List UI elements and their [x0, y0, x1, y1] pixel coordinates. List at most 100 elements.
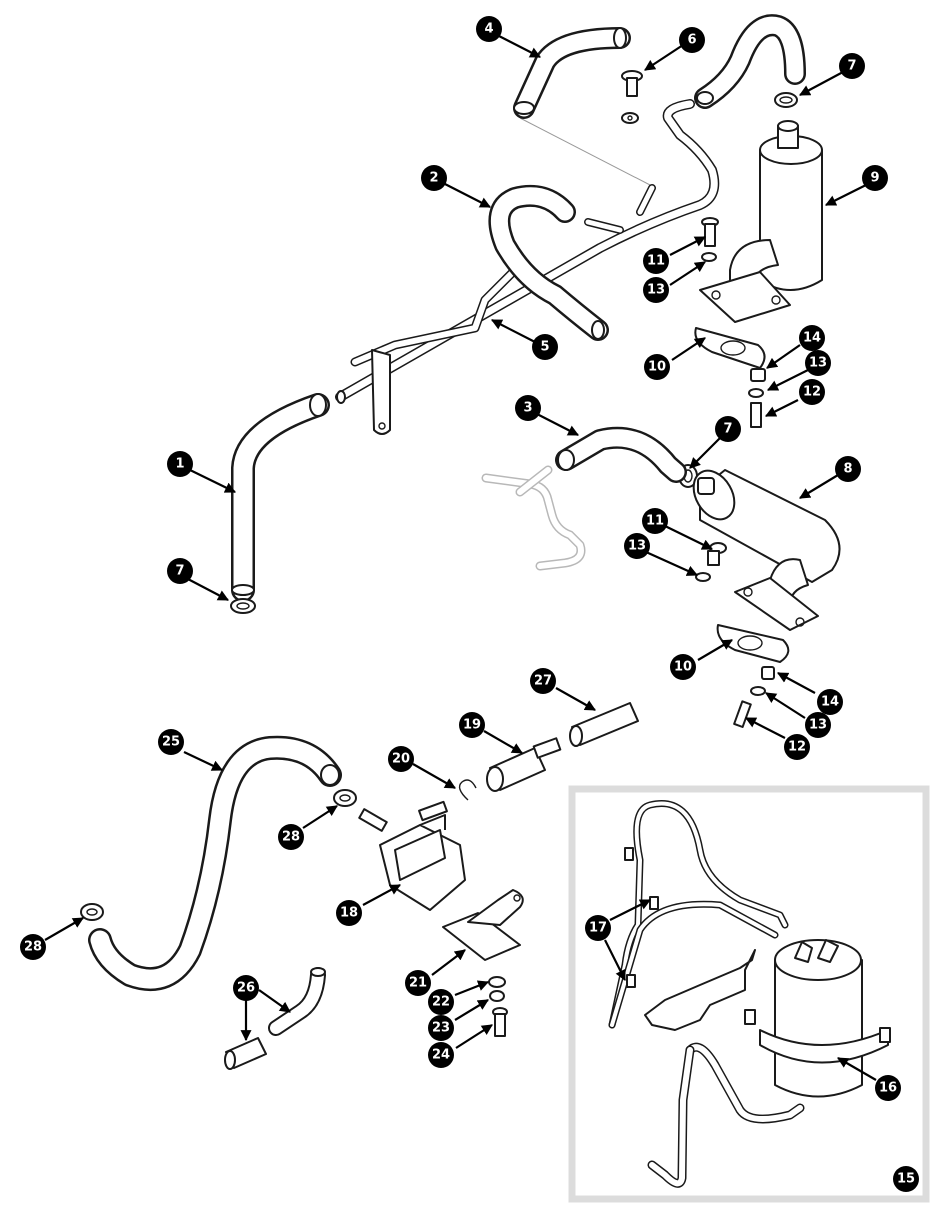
gasket-10-lower: [716, 624, 790, 663]
bolt-24: [492, 1007, 508, 1037]
svg-text:13: 13: [647, 283, 665, 298]
svg-text:16: 16: [879, 1081, 897, 1096]
svg-text:11: 11: [647, 254, 665, 269]
svg-text:25: 25: [162, 735, 180, 750]
callout-9: 9: [862, 165, 888, 191]
hose-25: [88, 735, 342, 991]
svg-text:9: 9: [870, 171, 879, 186]
washer-23: [489, 990, 505, 1002]
callout-19: 19: [459, 712, 485, 738]
callout-26: 26: [233, 975, 259, 1001]
callout-6: 6: [679, 27, 705, 53]
svg-text:22: 22: [432, 995, 450, 1010]
callout-28-left: 28: [20, 934, 46, 960]
hose-26-b: [268, 967, 326, 1036]
callout-10-upper: 10: [644, 354, 670, 380]
stud-12-lower: [733, 700, 752, 728]
valve-18: [358, 800, 466, 911]
svg-text:7: 7: [723, 422, 732, 437]
svg-text:26: 26: [237, 981, 255, 996]
svg-text:21: 21: [409, 976, 427, 991]
sleeve-27: [569, 702, 639, 747]
washer-22: [488, 976, 506, 988]
svg-text:5: 5: [540, 340, 549, 355]
svg-text:4: 4: [484, 22, 493, 37]
callout-18: 18: [336, 900, 362, 926]
callout-13-c: 13: [624, 533, 650, 559]
callout-13-d: 13: [805, 712, 831, 738]
hose-upper-right: [694, 14, 806, 109]
clamp-7-left: [230, 598, 256, 614]
svg-text:15: 15: [897, 1172, 915, 1187]
ghost-hose-reference: [481, 465, 586, 571]
canister-8: [692, 469, 841, 631]
svg-text:24: 24: [432, 1048, 450, 1063]
bracket-21: [442, 889, 524, 961]
svg-text:23: 23: [432, 1021, 450, 1036]
callout-12-upper: 12: [799, 379, 825, 405]
nut-14-lower: [761, 666, 775, 680]
callout-7-top: 7: [839, 53, 865, 79]
leader-line-4: [519, 117, 653, 187]
pipe-5: [335, 99, 720, 435]
clamp-28-top: [333, 789, 357, 807]
callout-24: 24: [428, 1042, 454, 1068]
hose-2: [488, 184, 609, 341]
bolt-11-upper: [701, 217, 719, 247]
svg-text:10: 10: [648, 360, 666, 375]
hose-1: [231, 393, 330, 602]
hose-26-a: [224, 1037, 267, 1070]
callout-13-b: 13: [805, 350, 831, 376]
callout-22: 22: [428, 989, 454, 1015]
svg-text:28: 28: [282, 830, 300, 845]
callout-13-a: 13: [643, 277, 669, 303]
svg-text:17: 17: [589, 921, 607, 936]
callout-7-mid: 7: [715, 416, 741, 442]
callout-11-upper: 11: [643, 248, 669, 274]
leader-arrows: [44, 34, 877, 1081]
stud-12-upper: [750, 402, 762, 428]
callout-14-upper: 14: [799, 325, 825, 351]
callout-8: 8: [835, 456, 861, 482]
eclip-20: [458, 779, 477, 801]
svg-text:8: 8: [843, 462, 852, 477]
svg-text:12: 12: [803, 385, 821, 400]
svg-text:20: 20: [392, 752, 410, 767]
svg-text:6: 6: [687, 33, 696, 48]
callout-17: 17: [585, 915, 611, 941]
callout-2: 2: [421, 165, 447, 191]
washer-13-upper-b: [748, 388, 764, 398]
svg-text:3: 3: [523, 401, 532, 416]
callout-11-lower: 11: [642, 508, 668, 534]
callout-3: 3: [515, 395, 541, 421]
bolt-11-lower: [707, 542, 727, 566]
callout-20: 20: [388, 746, 414, 772]
callout-21: 21: [405, 970, 431, 996]
svg-text:7: 7: [847, 59, 856, 74]
callout-15: 15: [893, 1166, 919, 1192]
callout-25: 25: [158, 729, 184, 755]
callout-23: 23: [428, 1015, 454, 1041]
canister-9: [699, 120, 823, 323]
svg-text:11: 11: [646, 514, 664, 529]
svg-text:13: 13: [809, 718, 827, 733]
svg-text:13: 13: [628, 539, 646, 554]
hose-4: [513, 27, 631, 119]
callout-14-lower: 14: [817, 689, 843, 715]
svg-text:10: 10: [674, 660, 692, 675]
inset-frame-15: [568, 785, 930, 1203]
washer-13-lower-a: [695, 572, 711, 582]
svg-text:2: 2: [429, 171, 438, 186]
callout-27: 27: [530, 668, 556, 694]
clamp-28-left: [80, 903, 104, 921]
svg-text:14: 14: [821, 695, 839, 710]
svg-text:27: 27: [534, 674, 552, 689]
washer-13-lower-b: [750, 686, 766, 696]
nut-14-upper: [750, 368, 766, 382]
connector-19: [486, 737, 562, 792]
clamp-7-top: [774, 92, 798, 108]
callout-7-left: 7: [167, 558, 193, 584]
bolt-6: [621, 70, 643, 124]
gasket-10-upper: [694, 327, 766, 369]
